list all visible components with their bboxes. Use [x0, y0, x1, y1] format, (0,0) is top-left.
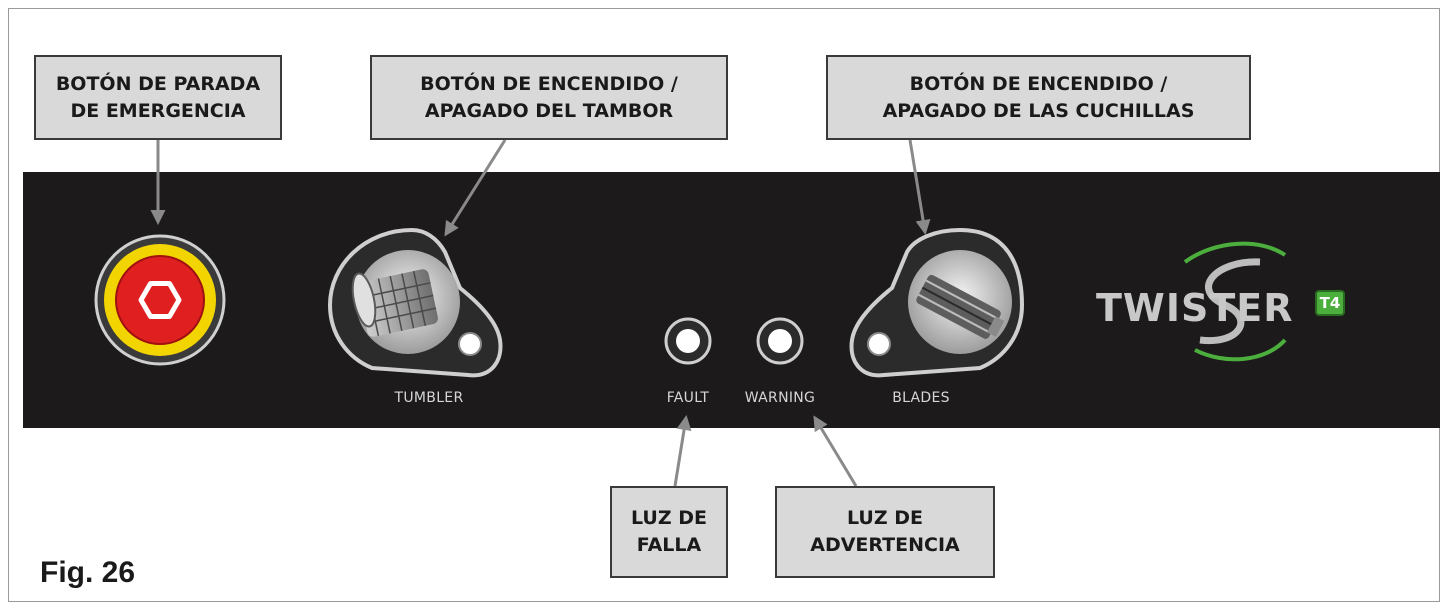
tumbler-drum-icon[interactable] [327, 227, 503, 378]
warning-indicator-light [756, 317, 804, 365]
callout-line: APAGADO DE LAS CUCHILLAS [882, 99, 1195, 122]
twister-logo-badge: T4 [1315, 290, 1345, 316]
callout-line: DE EMERGENCIA [70, 99, 246, 122]
arrow-fault [673, 415, 692, 487]
tumbler-label: TUMBLER [394, 390, 464, 406]
callout-line: FALLA [636, 534, 702, 556]
warning-label: WARNING [744, 390, 816, 406]
emergency-stop-icon[interactable] [94, 234, 226, 366]
fault-label: FAULT [666, 390, 710, 406]
callout-fault-light: LUZ DE FALLA [610, 486, 728, 578]
callout-line: BOTÓN DE PARADA [55, 72, 261, 95]
callout-line: ADVERTENCIA [810, 534, 960, 556]
callout-line: BOTÓN DE ENCENDIDO / [420, 72, 678, 95]
callout-line: LUZ DE [847, 507, 923, 529]
callout-blades-switch: BOTÓN DE ENCENDIDO / APAGADO DE LAS CUCH… [826, 55, 1251, 140]
figure-caption: Fig. 26 [40, 556, 136, 589]
callout-warning-light: LUZ DE ADVERTENCIA [775, 486, 995, 578]
callout-tumbler-switch: BOTÓN DE ENCENDIDO / APAGADO DEL TAMBOR [370, 55, 728, 140]
arrow-tumbler [444, 139, 507, 237]
twister-logo [1183, 241, 1287, 362]
arrow-blades [908, 139, 931, 235]
callout-line: BOTÓN DE ENCENDIDO / [909, 72, 1168, 95]
arrow-warning [813, 415, 858, 487]
callout-line: APAGADO DEL TAMBOR [424, 99, 674, 122]
callout-line: LUZ DE [631, 507, 707, 529]
callout-emergency-stop: BOTÓN DE PARADA DE EMERGENCIA [34, 55, 282, 140]
fault-indicator-light [664, 317, 712, 365]
control-panel [23, 172, 1440, 428]
blades-label: BLADES [892, 390, 950, 406]
twister-logo-text: TWISTER [1096, 286, 1294, 330]
blades-icon[interactable] [849, 227, 1025, 378]
